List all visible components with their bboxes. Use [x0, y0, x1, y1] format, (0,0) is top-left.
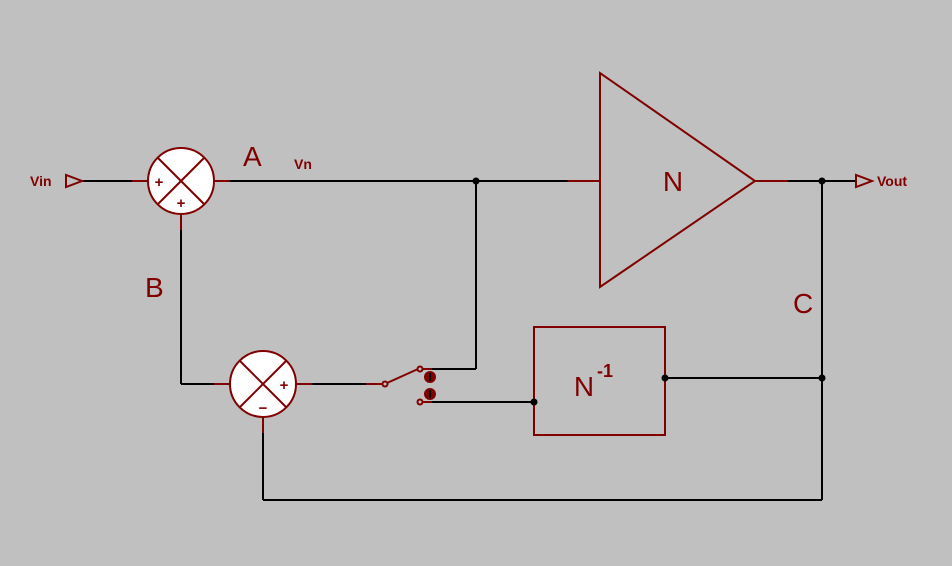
summer-top-cross-b — [157, 157, 205, 205]
inverse-exponent-label: -1 — [597, 361, 613, 381]
output-port: Vout — [855, 173, 907, 189]
summer-top-bottom-sign: + — [177, 195, 186, 212]
input-port-label: Vin — [30, 173, 52, 189]
switch-contact-top — [416, 365, 424, 373]
amplifier-label: N — [663, 166, 683, 197]
summer-bottom: + − — [214, 350, 312, 433]
node-label-c: C — [793, 288, 813, 319]
junction-dot-inverse-out — [661, 374, 669, 382]
port-arrow-icon — [65, 173, 85, 189]
port-arrow-icon — [855, 173, 875, 189]
wires — [82, 180, 856, 501]
junction-dot-tap — [472, 177, 480, 185]
inverse-block-rect — [533, 326, 666, 436]
junction-dot-inverse-in — [530, 398, 538, 406]
switch-contact-bottom — [416, 398, 424, 406]
junction-dots — [472, 177, 826, 406]
output-port-label: Vout — [877, 173, 907, 189]
junction-dot-c — [818, 374, 826, 382]
node-label-b: B — [145, 272, 164, 303]
summer-bottom-cross-b — [239, 360, 287, 408]
node-label-vn: Vn — [294, 156, 312, 172]
inverse-block: N -1 — [533, 326, 666, 436]
input-port: Vin — [30, 173, 85, 189]
switch-pivot — [381, 380, 389, 388]
junction-dot-output — [818, 177, 826, 185]
summer-top-left-sign: + — [155, 174, 164, 191]
summer-bottom-bottom-sign: − — [259, 400, 268, 417]
amplifier-block: N — [568, 71, 788, 289]
switch — [366, 365, 436, 406]
summer-bottom-right-sign: + — [280, 377, 289, 394]
spdt-switch-icon — [386, 368, 419, 384]
inverse-base-label: N — [574, 371, 594, 402]
node-label-a: A — [243, 141, 262, 172]
summer-top: + + — [132, 147, 230, 230]
